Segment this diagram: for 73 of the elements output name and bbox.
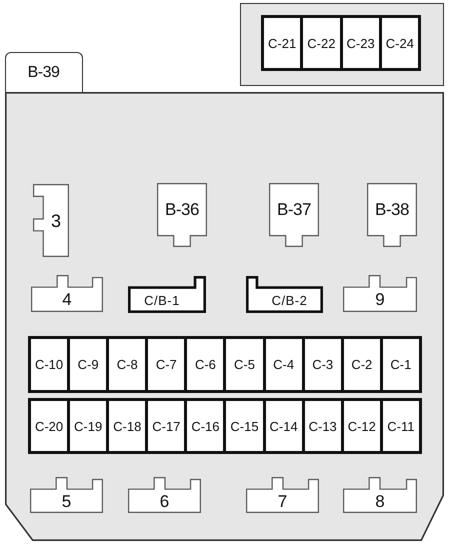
fuse-slot <box>304 401 341 451</box>
slot-label: 9 <box>375 291 385 308</box>
fuse-slot <box>382 401 419 451</box>
fuse-label: C-11 <box>387 420 414 432</box>
fuse-label: C-1 <box>390 358 412 371</box>
slot-label: B-38 <box>375 201 409 218</box>
fuse-slot <box>148 401 184 451</box>
fuse-label: C-19 <box>74 420 102 432</box>
fuse-label: C-9 <box>78 358 99 371</box>
connector-socket <box>343 275 417 312</box>
fuse-slot <box>266 401 302 451</box>
fuse-label: C-15 <box>230 420 259 432</box>
fuse-label: C-18 <box>113 420 142 432</box>
connector-socket <box>246 477 319 513</box>
fuse-label: C-13 <box>308 420 337 432</box>
circuit-breaker-socket <box>246 276 323 313</box>
circuit-breaker-socket <box>128 276 206 313</box>
fuse-slot <box>70 401 106 451</box>
fuse-label: C-4 <box>273 358 294 371</box>
slot-label: 6 <box>160 492 170 510</box>
slot-label: B-37 <box>277 201 311 218</box>
fuse-label: C-16 <box>191 420 220 432</box>
connector-socket <box>343 477 417 513</box>
slot-label: 8 <box>375 492 385 510</box>
fuse-slot <box>304 339 341 390</box>
fuse-label: C-6 <box>194 358 216 371</box>
slot-label: 7 <box>278 492 288 510</box>
fuse-label: C-17 <box>152 420 180 432</box>
fuse-panel <box>240 3 444 86</box>
fuse-slot <box>342 18 379 68</box>
fuse-slot <box>266 339 302 390</box>
fuse-slot <box>148 339 184 390</box>
fuse-label: C-20 <box>34 420 64 432</box>
fuse-label: C-7 <box>156 358 177 371</box>
fuse-label: C-2 <box>351 358 372 371</box>
fuse-label: C-24 <box>386 36 414 50</box>
fuse-slot <box>70 339 106 390</box>
tab-label: B-39 <box>28 65 60 81</box>
connector-socket <box>128 477 201 513</box>
fuse-label: C-3 <box>312 358 334 371</box>
slot-label: C/B-1 <box>144 294 180 306</box>
fuse-slot <box>109 339 146 390</box>
fuse-slot <box>109 401 146 451</box>
slot-label: 5 <box>62 492 72 510</box>
fuse-slot <box>303 18 340 68</box>
fuse-label: C-21 <box>268 36 296 50</box>
fuse-slot <box>226 401 263 451</box>
connector-socket <box>31 275 103 312</box>
fuse-slot <box>226 339 263 390</box>
housing-tab <box>5 52 83 92</box>
slot-label: 4 <box>62 291 72 308</box>
fuse-slot <box>382 18 418 68</box>
fuse-slot <box>187 401 224 451</box>
fuse-slot <box>344 339 380 390</box>
fuse-label: C-23 <box>346 36 375 50</box>
fuse-slot <box>382 339 419 390</box>
fuse-label: C-5 <box>234 358 255 371</box>
fuse-label: C-14 <box>270 420 298 432</box>
fuse-slot <box>264 18 300 68</box>
fuse-label: C-22 <box>307 36 336 50</box>
fuse-slot <box>31 339 68 390</box>
fuse-label: C-10 <box>34 358 64 371</box>
connector-socket <box>30 477 103 513</box>
fuse-slot <box>187 339 224 390</box>
slot-label: C/B-2 <box>272 294 308 306</box>
fuse-label: C-8 <box>116 358 138 371</box>
fuse-box-housing <box>5 92 444 541</box>
fuse-slot <box>31 401 68 451</box>
slot-label: B-36 <box>165 201 199 218</box>
connector-socket <box>33 184 69 257</box>
fuse-label: C-12 <box>348 420 376 432</box>
slot-label: 3 <box>50 212 61 230</box>
fuse-slot <box>344 401 380 451</box>
